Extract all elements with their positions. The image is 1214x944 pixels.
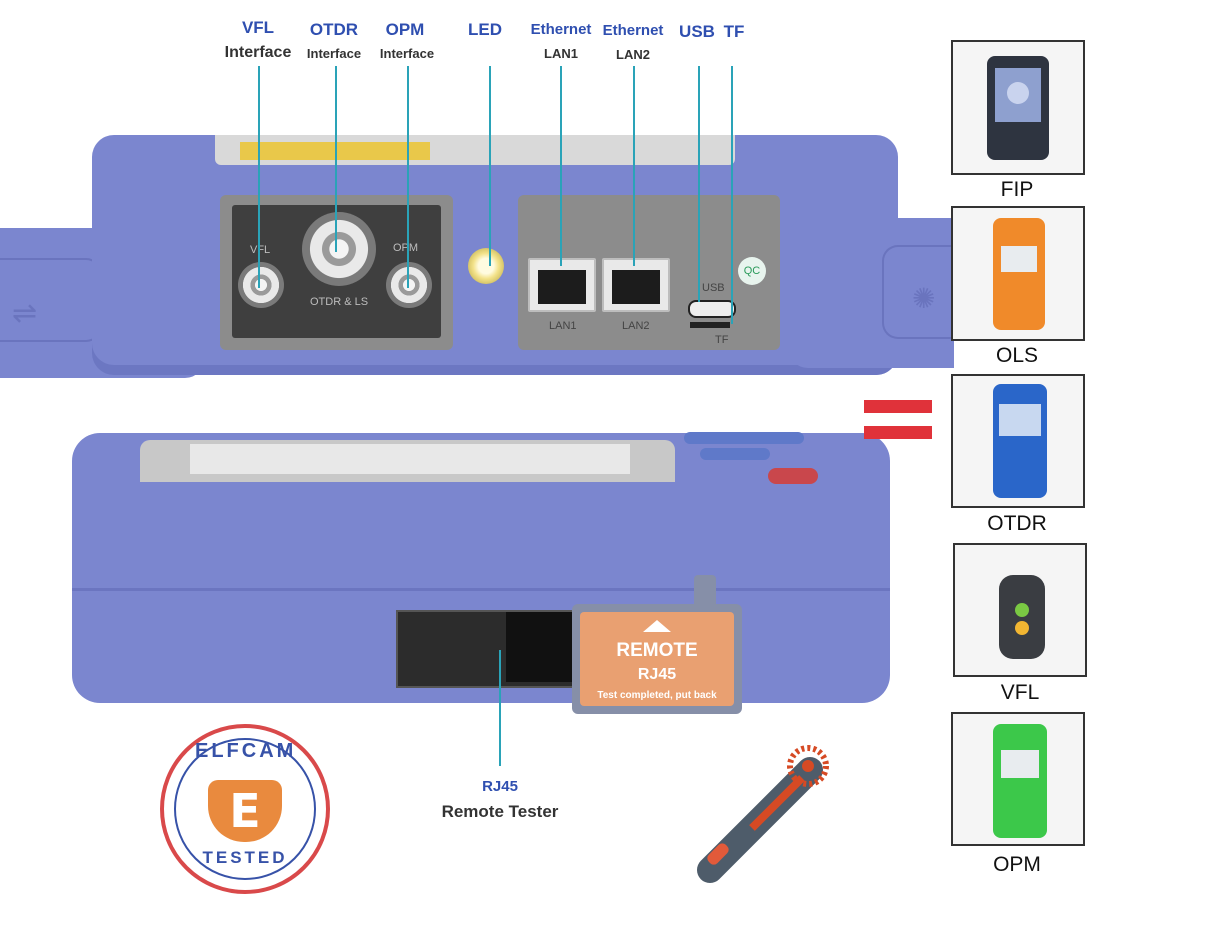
- vfl-yellow-button: [1015, 621, 1029, 635]
- otdr-interface-label: Interface: [306, 46, 362, 61]
- badge-bottom-text: TESTED: [202, 848, 288, 867]
- lan1-leader-line: [560, 66, 562, 266]
- panel-usb-text: USB: [702, 282, 725, 294]
- led-label: LED: [468, 20, 502, 39]
- otdr-device: [993, 384, 1047, 498]
- ols-thumbnail: [951, 206, 1085, 341]
- panel-opm-text: OPM: [393, 242, 419, 254]
- vfl-device: [999, 575, 1045, 659]
- usb-leader-line: [698, 66, 700, 302]
- equals-sign-top-bar: [864, 400, 932, 413]
- rj45-leader-line: [499, 650, 501, 766]
- pen-brush-core: [802, 760, 814, 772]
- panel-lan2-text: LAN2: [622, 320, 650, 332]
- lan2-label: LAN2: [616, 47, 650, 62]
- vfl-port: [238, 262, 284, 308]
- badge-shield-icon: [208, 780, 282, 842]
- fip-label: FIP: [1000, 178, 1034, 201]
- otdr-screen: [999, 404, 1041, 436]
- rj45-remote-slot-inner: [506, 612, 576, 682]
- opm-thumbnail: [951, 712, 1085, 846]
- laser-symbol-icon: ✺: [912, 283, 936, 314]
- vfl-label: VFL: [241, 18, 275, 37]
- right-dust-cap: [788, 218, 954, 368]
- vfl-green-button: [1015, 603, 1029, 617]
- pen-shaft: [749, 775, 805, 831]
- opm-device: [993, 724, 1047, 838]
- badge-top-text: ELFCAM: [195, 740, 297, 762]
- remote-tester-tab: [694, 575, 716, 607]
- otdr-label: OTDR: [309, 20, 359, 39]
- opm-screen: [1001, 750, 1039, 778]
- lan2-socket: [612, 270, 660, 304]
- led-indicator: [468, 248, 504, 284]
- fip-thumbnail: [951, 40, 1085, 175]
- remote-tester-label: Remote Tester: [441, 802, 559, 821]
- otdr-leader-line: [335, 66, 337, 252]
- remote-title: REMOTE: [616, 640, 698, 661]
- ols-label: OLS: [995, 344, 1039, 367]
- device-side-seam: [72, 588, 890, 591]
- vfl-thumbnail: [953, 543, 1087, 677]
- pen-button: [707, 843, 729, 865]
- tf-card-slot: [690, 322, 730, 328]
- ols-screen: [1001, 246, 1037, 272]
- tf-label: TF: [723, 22, 745, 41]
- arrow-up-icon: [643, 620, 671, 632]
- badge-letter: E: [229, 784, 261, 838]
- equals-sign-bottom-bar: [864, 426, 932, 439]
- vfl-interface-label: Interface: [224, 44, 292, 61]
- qc-sticker: QC: [738, 257, 766, 285]
- lan1-socket: [538, 270, 586, 304]
- lan1-label: LAN1: [544, 46, 578, 61]
- usb-symbol-icon: ⇌: [12, 297, 38, 330]
- ols-device: [993, 218, 1045, 330]
- ethernet-lan2-label: Ethernet: [602, 22, 664, 39]
- rj45-label: RJ45: [482, 778, 518, 795]
- opm-port: [386, 262, 432, 308]
- pen-brush-head: [787, 745, 829, 787]
- ethernet-lan1-label: Ethernet: [530, 21, 592, 38]
- keypad-top-row: [684, 432, 804, 444]
- opm-label: OPM: [385, 20, 425, 39]
- opm-side-label: OPM: [993, 853, 1041, 876]
- panel-tf-text: TF: [715, 334, 729, 346]
- led-leader-line: [489, 66, 491, 266]
- vfl-side-label: VFL: [1000, 681, 1040, 704]
- lan2-leader-line: [633, 66, 635, 266]
- elfcam-badge-ring: [174, 738, 316, 880]
- tf-leader-line: [731, 66, 733, 324]
- otdr-thumbnail: [951, 374, 1085, 508]
- opm-leader-line: [407, 66, 409, 288]
- keypad-middle-row: [700, 448, 770, 460]
- cleaning-pen-illustration: [697, 745, 829, 883]
- opm-interface-label: Interface: [379, 46, 435, 61]
- usb-label: USB: [679, 22, 715, 41]
- usb-c-port: [688, 300, 736, 318]
- fip-fiber-end-icon: [1007, 82, 1029, 104]
- right-dust-cap-inset: [882, 245, 956, 339]
- panel-lan1-text: LAN1: [549, 320, 577, 332]
- panel-vfl-text: VFL: [250, 244, 271, 256]
- remote-note: Test completed, put back: [597, 690, 717, 701]
- otdr-side-label: OTDR: [987, 512, 1047, 535]
- remote-subtitle: RJ45: [637, 666, 677, 683]
- vfl-leader-line: [258, 66, 260, 288]
- power-button: [768, 468, 818, 484]
- otdr-port: [302, 212, 376, 286]
- panel-otdr-ls-text: OTDR & LS: [310, 296, 369, 308]
- device-side-screen-glass: [190, 444, 630, 474]
